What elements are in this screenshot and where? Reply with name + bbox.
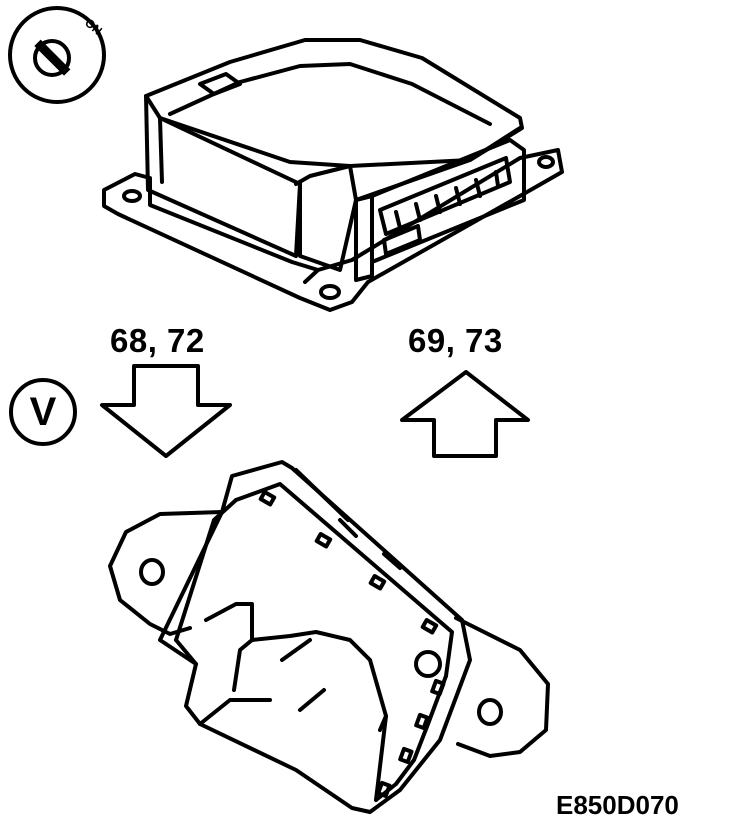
- ignition-key-on-icon: ON: [8, 6, 106, 104]
- voltmeter-icon: [9, 378, 77, 446]
- arrow-up-icon: [400, 370, 530, 458]
- arrow-down-references: 68, 72: [110, 322, 205, 359]
- arrow-up-references: 69, 73: [408, 322, 503, 359]
- arrow-down-icon: [100, 364, 232, 458]
- wiring-connector: [108, 460, 550, 814]
- airbag-control-module: [102, 38, 564, 312]
- figure-id: E850D070: [556, 790, 679, 820]
- voltmeter-label: V: [29, 389, 57, 434]
